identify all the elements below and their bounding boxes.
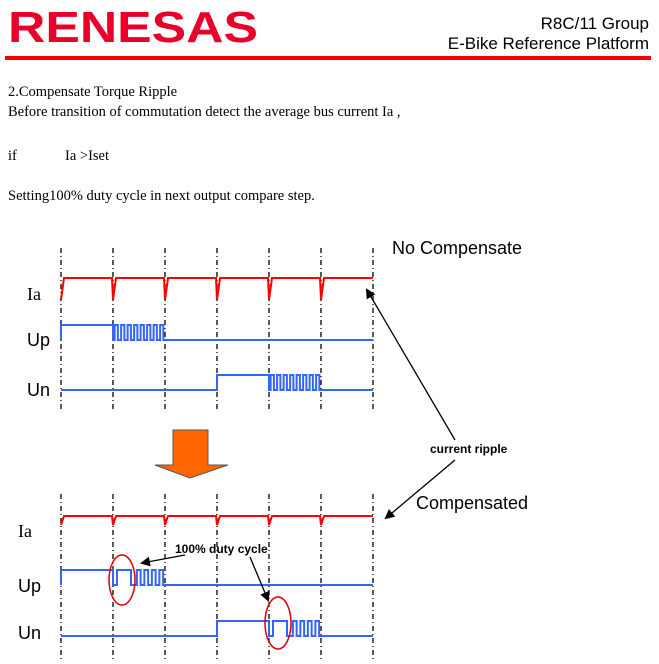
ripple-arrow-down [384,459,456,520]
label-un-top: Un [27,380,50,400]
header-rule [5,56,651,60]
label-ia-top: Ia [27,284,41,304]
renesas-logo: RENESAS [8,3,258,52]
duty-arrow-un [249,556,270,602]
label-ia-bottom: Ia [18,521,32,541]
title-compensated: Compensated [416,493,528,513]
label-un-bottom: Un [18,623,41,643]
label-up-top: Up [27,330,50,350]
ia-waveform-top [60,277,373,301]
highlight-ellipse-up [108,554,136,606]
title-no-compensate: No Compensate [392,238,522,258]
condition: Ia >Iset [65,148,110,164]
un-waveform-bottom [61,620,373,637]
annotation-current-ripple: current ripple [430,442,508,456]
header-group: R8C/11 Group [540,14,649,33]
transition-arrow [154,429,229,479]
ia-waveform-bottom [60,515,373,526]
section-title: 2.Compensate Torque Ripple [8,84,178,100]
duty-arrow-up [140,554,186,567]
svg-text:RENESAS: RENESAS [8,3,258,52]
action-line: Setting100% duty cycle in next output co… [8,188,315,204]
un-waveform-top [61,374,373,391]
header-platform: E-Bike Reference Platform [447,34,649,53]
highlight-ellipse-un [264,596,292,650]
up-waveform-bottom [60,569,373,586]
up-waveform-top [60,324,373,341]
description-line: Before transition of commutation detect … [8,104,401,120]
annotation-duty-cycle: 100% duty cycle [175,542,268,556]
label-up-bottom: Up [18,576,41,596]
if-keyword: if [8,148,17,164]
ripple-arrow-up [365,288,456,441]
